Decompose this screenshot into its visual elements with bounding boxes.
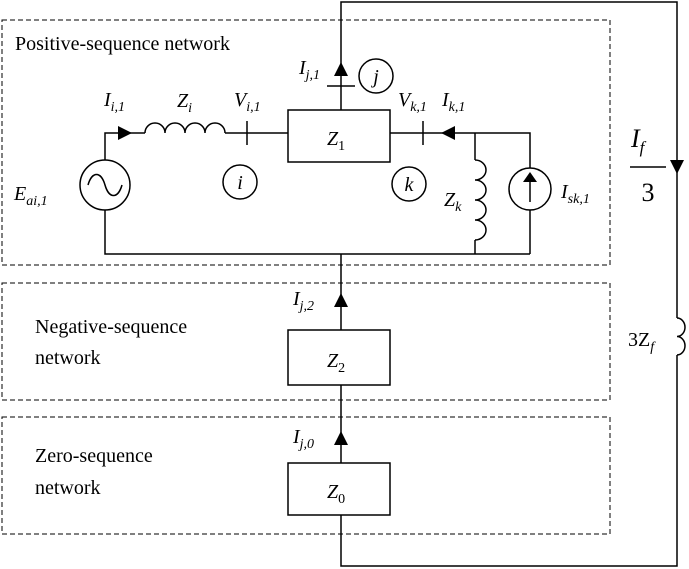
- voltage-source-icon: [79, 159, 131, 211]
- inductor-3zf: [676, 317, 686, 356]
- node-j-circle: [358, 58, 394, 94]
- wire-bottom-rail: [104, 210, 530, 255]
- z0-label: Z0: [327, 481, 345, 507]
- ij0-arrow-icon: [334, 431, 348, 445]
- ij1-label: Ij,1: [298, 57, 320, 83]
- current-source-arrow-head: [523, 172, 537, 182]
- z1-box: [287, 109, 391, 163]
- ii1-arrow-icon: [118, 126, 132, 140]
- ik1-label: Ik,1: [441, 89, 465, 115]
- z1-label: Z1: [327, 128, 345, 154]
- node-i-label: i: [237, 172, 243, 194]
- zi-label: Zi: [177, 90, 192, 116]
- ij1-arrow-icon: [334, 62, 348, 76]
- wire-fault-return: [340, 355, 678, 567]
- wire-top-left: [104, 132, 145, 160]
- negative-network-title-line2: network: [35, 347, 101, 369]
- negative-sequence-network-box: [1, 282, 611, 401]
- ik1-arrow-icon: [441, 126, 455, 140]
- negative-network-title-line1: Negative-sequence: [35, 316, 187, 338]
- current-source-icon: [508, 167, 552, 211]
- node-j-label: j: [370, 66, 379, 88]
- eai1-label: Eai,1: [13, 183, 48, 209]
- positive-network-title: Positive-sequence network: [15, 33, 230, 55]
- if-fraction-numerator: If: [630, 124, 647, 157]
- inductor-zi: [144, 122, 226, 134]
- vk1-label: Vk,1: [398, 89, 427, 115]
- if-arrow-icon: [670, 160, 684, 174]
- inductor-zk: [474, 159, 487, 241]
- z2-box: [287, 329, 391, 386]
- vi1-label: Vi,1: [234, 89, 261, 115]
- positive-sequence-network-box: [1, 19, 611, 266]
- ij2-arrow-icon: [334, 293, 348, 307]
- zero-network-title-line1: Zero-sequence: [35, 445, 153, 467]
- zero-sequence-network-box: [1, 416, 611, 535]
- wire-top-spine: [340, 1, 678, 318]
- node-k-label: k: [405, 174, 415, 196]
- ii1-label: Ii,1: [103, 89, 125, 115]
- sine-wave-icon: [87, 173, 123, 197]
- if-fraction-denominator: 3: [642, 178, 655, 207]
- node-i-circle: [222, 164, 258, 200]
- zero-network-title-line2: network: [35, 477, 101, 499]
- z2-label: Z2: [327, 350, 345, 376]
- ij0-label: Ij,0: [292, 426, 314, 452]
- wire-z1-to-right: [390, 132, 531, 168]
- ij2-label: Ij,2: [292, 288, 314, 314]
- 3zf-label: 3Zf: [628, 329, 656, 355]
- zk-label: Zk: [444, 189, 462, 215]
- isk1-label: Isk,1: [560, 181, 590, 207]
- node-k-circle: [391, 166, 427, 202]
- z0-box: [287, 462, 391, 516]
